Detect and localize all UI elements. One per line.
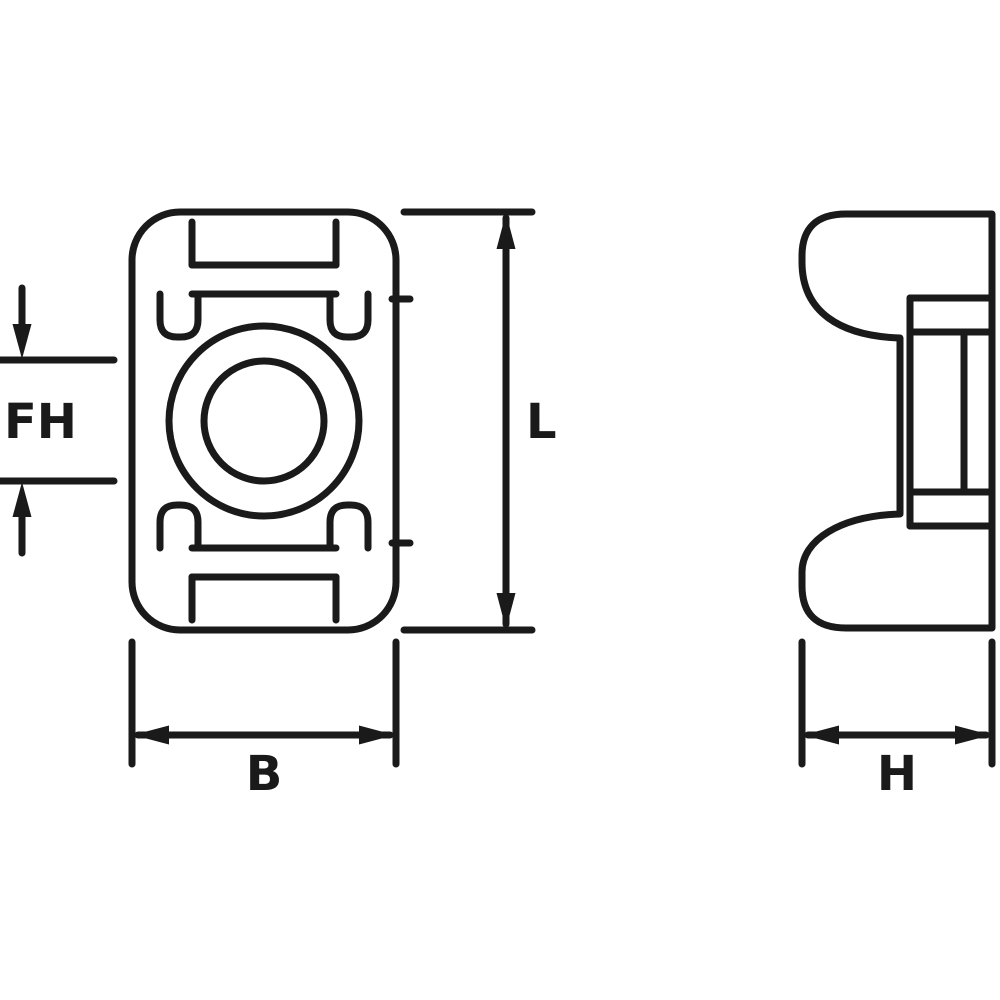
bottom-left-strap-slot	[156, 501, 202, 552]
mount-body-outline	[128, 208, 400, 634]
dimension-arrowheads	[12, 213, 991, 745]
top-left-strap-slot	[156, 290, 202, 341]
bottom-right-strap-slot	[326, 501, 372, 552]
dimension-label-FH: FH	[4, 394, 77, 450]
top-right-strap-slot	[326, 290, 372, 341]
side-profile-outline	[798, 210, 996, 632]
mounting-hole-inner-circle	[200, 357, 328, 485]
dimension-lines	[0, 208, 996, 768]
mounting-hole-outer-circle	[165, 322, 363, 520]
H-arrowhead-left-icon	[803, 725, 839, 745]
side-view	[798, 210, 996, 632]
B-arrowhead-left-icon	[133, 725, 169, 745]
FH-arrowhead-up-icon	[12, 482, 32, 517]
L-arrowhead-down-icon	[496, 593, 516, 629]
FH-arrowhead-down-icon	[12, 324, 32, 359]
dimension-label-L: L	[526, 394, 557, 450]
dimension-labels: L B FH H	[4, 394, 917, 802]
L-arrowhead-up-icon	[496, 213, 516, 249]
dimension-label-B: B	[246, 746, 283, 802]
H-arrowhead-right-icon	[955, 725, 991, 745]
B-arrowhead-right-icon	[359, 725, 395, 745]
front-view	[128, 208, 414, 634]
dimension-label-H: H	[877, 746, 917, 802]
